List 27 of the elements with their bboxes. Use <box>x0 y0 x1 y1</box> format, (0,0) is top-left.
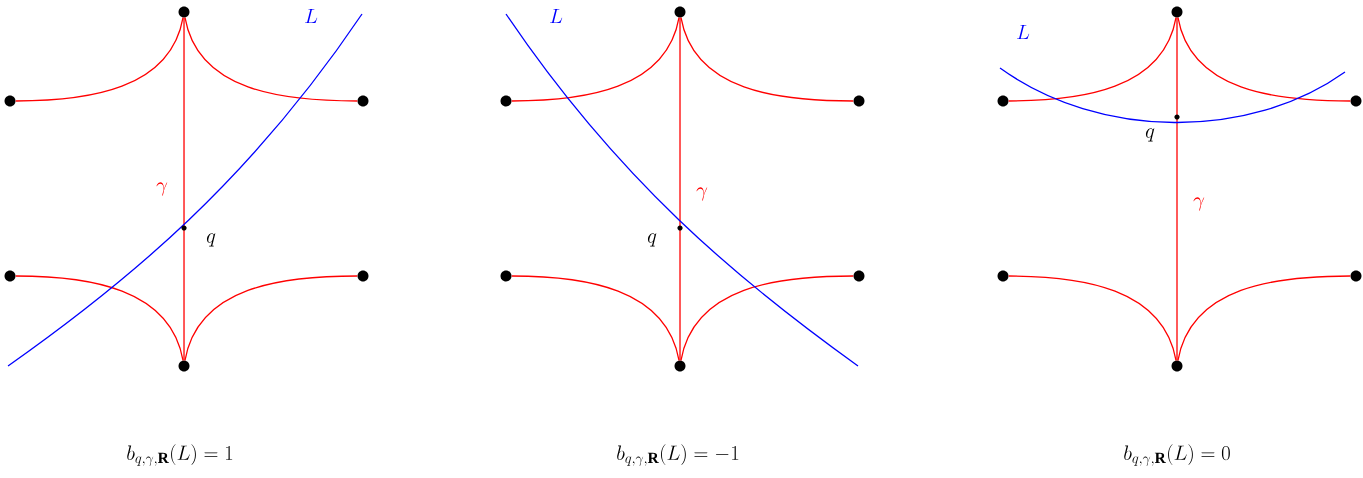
formula-caption: $b_{q,\gamma,\mathbf{R}}(L) = -1$ <box>617 444 739 466</box>
curve-edge <box>1176 17 1178 361</box>
curve-edge <box>511 275 680 361</box>
curve-edge <box>184 16 358 102</box>
curve-edge <box>511 16 680 102</box>
curve-edge <box>1008 16 1177 102</box>
curve-edge <box>15 16 184 102</box>
point-label: $q$ <box>206 233 216 247</box>
formula-caption: $b_{q,\gamma,\mathbf{R}}(L) = 0$ <box>1124 444 1230 466</box>
edge-label: $\gamma$ <box>1193 197 1205 211</box>
curve-edge <box>183 17 185 361</box>
curve-edge <box>184 275 358 361</box>
curve-label: $L$ <box>550 8 563 24</box>
curve-edge <box>680 275 854 361</box>
curve-edge <box>1177 16 1351 102</box>
curve-label: $L$ <box>305 8 318 24</box>
point-label: $q$ <box>647 233 657 247</box>
curve-label: $L$ <box>1017 24 1030 40</box>
curve-edge <box>15 275 184 361</box>
edge-label: $\gamma$ <box>156 182 168 196</box>
curve-edge <box>680 16 854 102</box>
curve-edge <box>1177 275 1351 361</box>
curve-edge <box>679 17 681 361</box>
formula-caption: $b_{q,\gamma,\mathbf{R}}(L) = 1$ <box>127 444 233 466</box>
edge-label: $\gamma$ <box>696 187 708 201</box>
curve-edge <box>1008 275 1177 361</box>
point-label: $q$ <box>1145 128 1155 142</box>
